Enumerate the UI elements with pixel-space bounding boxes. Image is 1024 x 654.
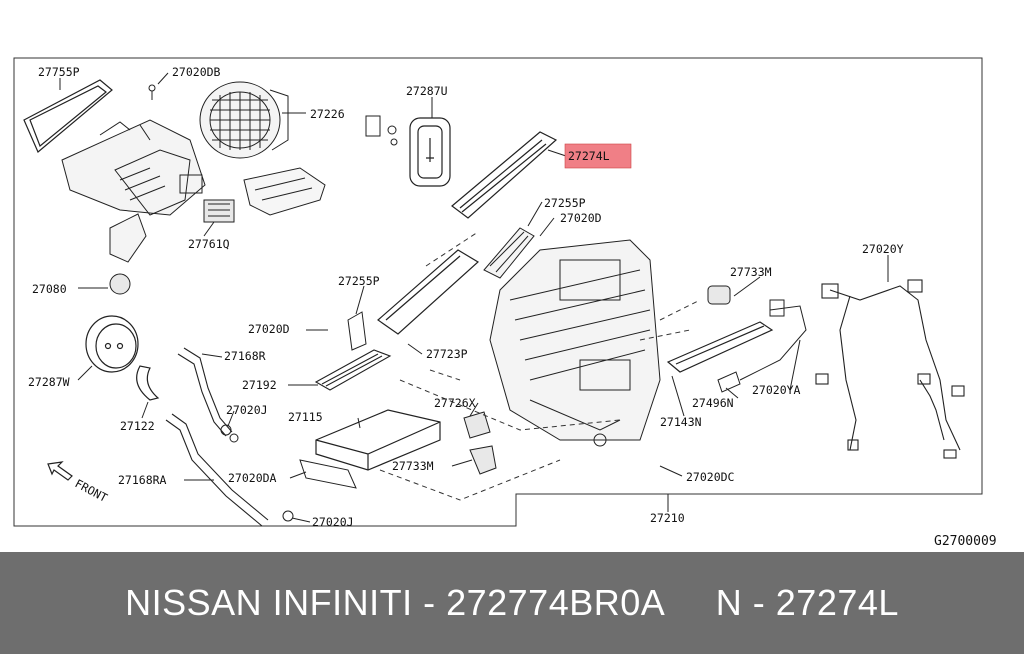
label-27020DC: 27020DC bbox=[686, 470, 735, 484]
part-27761Q-resistor bbox=[203, 199, 235, 223]
part-27210-heater-unit bbox=[489, 239, 661, 447]
part-27255P-clip-b bbox=[347, 311, 367, 351]
label-27733M-b: 27733M bbox=[392, 459, 434, 473]
label-27274L: 27274L bbox=[568, 149, 610, 163]
footer-bar: NISSAN INFINITI - 272774BR0A N - 27274L bbox=[0, 552, 1024, 654]
label-27115: 27115 bbox=[288, 410, 323, 424]
label-27255P-a: 27255P bbox=[544, 196, 586, 210]
part-27115-heater-core bbox=[315, 409, 441, 471]
part-27168RA-hose bbox=[165, 413, 269, 527]
part-27726X-motor bbox=[463, 411, 491, 439]
label-27255P-b: 27255P bbox=[338, 274, 380, 288]
part-27733M-motor-b bbox=[469, 445, 497, 475]
label-27733M-a: 27733M bbox=[730, 265, 772, 279]
diagram-code: G2700009 bbox=[934, 534, 997, 549]
part-27168R-hose bbox=[177, 347, 233, 437]
label-27020DB: 27020DB bbox=[172, 65, 221, 79]
part-27020YA-harness bbox=[739, 299, 807, 381]
front-label: FRONT bbox=[73, 476, 110, 505]
part-27255P-filter-b bbox=[377, 249, 480, 335]
label-27020D-b: 27020D bbox=[248, 322, 290, 336]
front-arrow-icon bbox=[47, 461, 73, 481]
label-27761Q: 27761Q bbox=[188, 237, 230, 251]
part-27496N-sensor bbox=[717, 371, 741, 393]
part-27255P-filter-a bbox=[483, 227, 535, 279]
label-27020J-a: 27020J bbox=[226, 403, 268, 417]
label-27143N: 27143N bbox=[660, 415, 702, 429]
label-27020YA: 27020YA bbox=[752, 383, 801, 397]
part-27080-actuator bbox=[109, 213, 147, 295]
part-27020DB-screw bbox=[148, 84, 156, 100]
label-27210: 27210 bbox=[650, 511, 685, 525]
part-27226-blower-motor bbox=[199, 81, 289, 159]
leader-lines bbox=[59, 72, 889, 523]
part-27020Y-harness bbox=[815, 279, 965, 459]
part-27020DA-bracket bbox=[299, 459, 357, 489]
exploded-view-lines bbox=[379, 231, 701, 501]
label-27168R: 27168R bbox=[224, 349, 266, 363]
highlight-box bbox=[564, 143, 632, 169]
part-clips-27226 bbox=[365, 115, 398, 146]
part-27020J-clip-a bbox=[220, 424, 239, 443]
label-27287W: 27287W bbox=[28, 375, 70, 389]
diagram-frame bbox=[13, 57, 983, 527]
part-27143N-heater-core bbox=[666, 321, 774, 373]
label-27226: 27226 bbox=[310, 107, 345, 121]
label-27020D: 27020D bbox=[560, 211, 602, 225]
part-27020J-clip-b bbox=[282, 510, 294, 522]
part-27755P-filter-frame bbox=[23, 79, 113, 153]
label-27020J-b: 27020J bbox=[312, 515, 354, 529]
label-27287U: 27287U bbox=[406, 84, 448, 98]
part-27287U-filter-cartridge bbox=[409, 117, 451, 187]
part-blower-housing bbox=[61, 119, 206, 216]
label-27192: 27192 bbox=[242, 378, 277, 392]
label-27080: 27080 bbox=[32, 282, 67, 296]
part-27122-clip bbox=[136, 365, 160, 401]
label-27122: 27122 bbox=[120, 419, 155, 433]
label-27168RA: 27168RA bbox=[118, 473, 167, 487]
part-duct-panel bbox=[243, 167, 326, 216]
label-27755P: 27755P bbox=[38, 65, 80, 79]
part-27287W-filter-round bbox=[85, 315, 139, 373]
label-27726X: 27726X bbox=[434, 396, 476, 410]
label-27020Y: 27020Y bbox=[862, 242, 904, 256]
footer-title: NISSAN INFINITI - 272774BR0A N - 27274L bbox=[125, 582, 899, 623]
label-27723P: 27723P bbox=[426, 347, 468, 361]
label-27496N: 27496N bbox=[692, 396, 734, 410]
part-27733M-motor-a bbox=[707, 285, 731, 305]
part-27192-radiator-core bbox=[314, 349, 392, 391]
label-27020DA: 27020DA bbox=[228, 471, 277, 485]
part-27274L-cabin-filter bbox=[451, 131, 558, 219]
